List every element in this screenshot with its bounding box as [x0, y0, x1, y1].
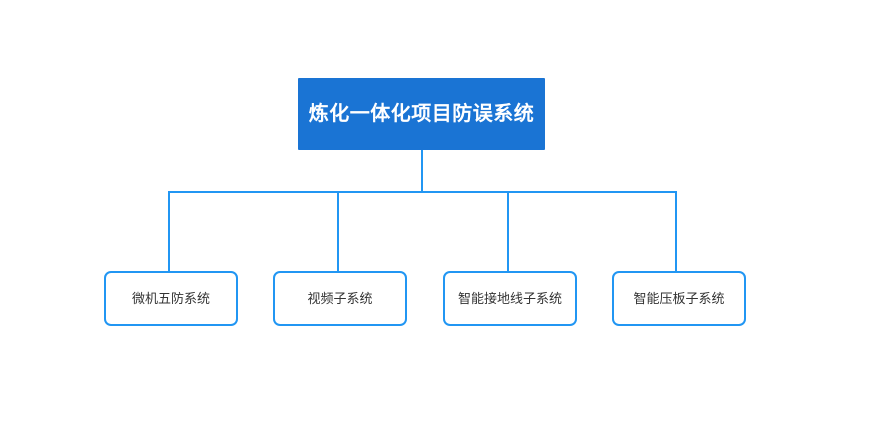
node-child-1[interactable]: 微机五防系统 — [104, 271, 238, 326]
node-child-2[interactable]: 视频子系统 — [273, 271, 407, 326]
node-child-1-label: 微机五防系统 — [131, 290, 210, 306]
node-child-4-label: 智能压板子系统 — [633, 290, 725, 306]
node-child-3[interactable]: 智能接地线子系统 — [443, 271, 577, 326]
node-child-2-label: 视频子系统 — [307, 290, 373, 306]
node-child-4[interactable]: 智能压板子系统 — [612, 271, 746, 326]
node-root[interactable]: 炼化一体化项目防误系统 — [298, 78, 545, 150]
node-root-label: 炼化一体化项目防误系统 — [308, 103, 535, 125]
node-child-3-label: 智能接地线子系统 — [457, 290, 562, 306]
